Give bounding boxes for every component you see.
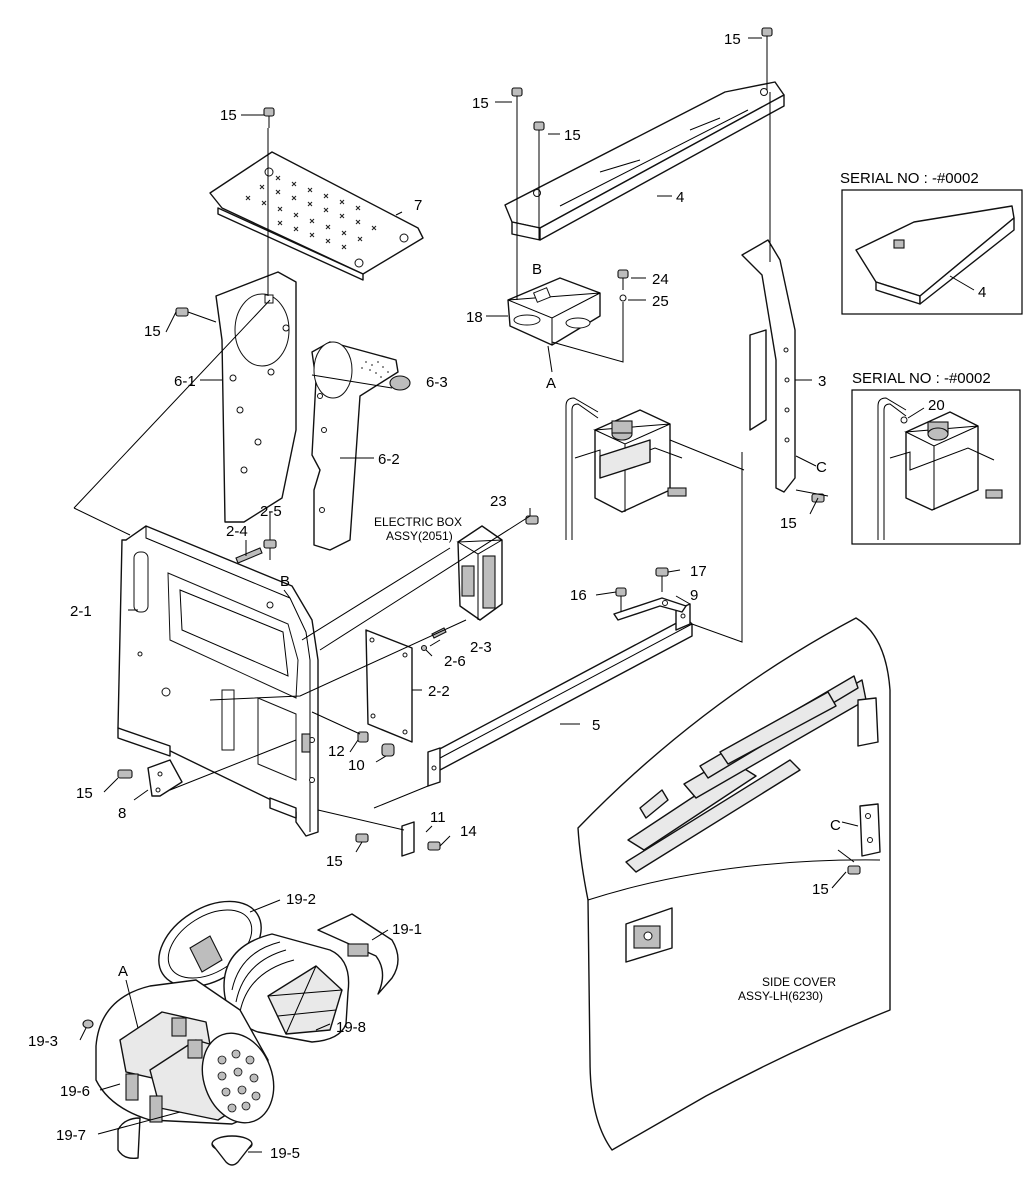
part-number-labels: 15 7 15 6-1 6-2 6-3 15 15 4 B 24 25 18 A… [28,31,841,1162]
part-11-clip [355,821,441,857]
inset-serial-bottom: SERIAL NO : -#0002 20 [851,370,1021,545]
label-15: 15 [780,515,797,532]
label-7: 7 [414,197,422,214]
label-2-2: 2-2 [428,683,450,700]
label-15: 15 [220,107,237,124]
electric-box-caption-1: ELECTRIC BOX [374,515,462,529]
part-2-5-bolt [263,539,277,560]
part-6-1-bracket-plate [215,271,297,523]
label-19-6: 19-6 [60,1083,90,1100]
reservoir-tank [565,397,687,540]
label-2-1: 2-1 [70,603,92,620]
leader-lines [73,37,859,1153]
label-15: 15 [564,127,581,144]
label-19-1: 19-1 [392,921,422,938]
label-2-3: 2-3 [470,639,492,656]
label-23: 23 [490,493,507,510]
label-3: 3 [818,373,826,390]
label-6-1: 6-1 [174,373,196,390]
part-2-4-strip [235,547,263,564]
label-c: C [816,459,827,476]
label-15: 15 [812,881,829,898]
part-6-3-grommet [389,375,411,391]
label-15: 15 [724,31,741,48]
label-15: 15 [76,785,93,802]
label-15: 15 [472,95,489,112]
label-5: 5 [592,717,600,734]
label-19-3: 19-3 [28,1033,58,1050]
part-9-clamp [613,567,687,621]
label-9: 9 [690,587,698,604]
label-a: A [546,375,556,392]
label-20: 20 [928,397,945,414]
label-14: 14 [460,823,477,840]
part-2-1-frame-panel [117,525,319,837]
part-4-top-rail [504,81,785,241]
label-6-2: 6-2 [378,451,400,468]
air-cleaner-group [82,900,399,1166]
label-2-6: 2-6 [444,653,466,670]
part-7-perforated-plate [209,151,424,281]
label-15: 15 [144,323,161,340]
label-c: C [830,817,841,834]
label-24: 24 [652,271,669,288]
fastener-bolts [175,27,861,875]
label-11: 11 [430,809,446,826]
label-b: B [532,261,542,278]
inset-bottom-title: SERIAL NO : -#0002 [852,370,991,387]
part-2-2-cover-plate [365,629,413,743]
label-10: 10 [348,757,365,774]
label-19-7: 19-7 [56,1127,86,1144]
inset-top-title: SERIAL NO : -#0002 [840,170,979,187]
side-cover [577,617,891,1151]
label-4: 4 [676,189,684,206]
label-17: 17 [690,563,707,580]
label-2-5: 2-5 [260,503,282,520]
label-18: 18 [466,309,483,326]
side-cover-caption-2: ASSY-LH(6230) [738,989,823,1003]
part-6-2-side-plate [311,341,399,551]
label-16: 16 [570,587,587,604]
label-6-3: 6-3 [426,374,448,391]
stipple-texture [361,361,389,378]
label-25: 25 [652,293,669,310]
label-a: A [118,963,128,980]
side-cover-caption-1: SIDE COVER [762,975,836,989]
part-8-bracket [117,759,183,797]
perforation-pattern [245,175,377,250]
label-19-8: 19-8 [336,1019,366,1036]
captions: ELECTRIC BOX ASSY(2051) SIDE COVER ASSY-… [374,515,836,1003]
electric-box-caption-2: ASSY(2051) [386,529,453,543]
electric-box [456,525,503,621]
part-3-vertical-stay [741,239,796,493]
inset-serial-top: SERIAL NO : -#0002 4 [840,170,1023,315]
label-19-2: 19-2 [286,891,316,908]
label-8: 8 [118,805,126,822]
label-12: 12 [328,743,345,760]
label-b: B [280,573,290,590]
part-18-mount-bracket [507,277,601,346]
label-19-5: 19-5 [270,1145,300,1162]
label-2-4: 2-4 [226,523,248,540]
louver-vents [625,675,867,873]
label-4: 4 [978,284,986,301]
label-15: 15 [326,853,343,870]
